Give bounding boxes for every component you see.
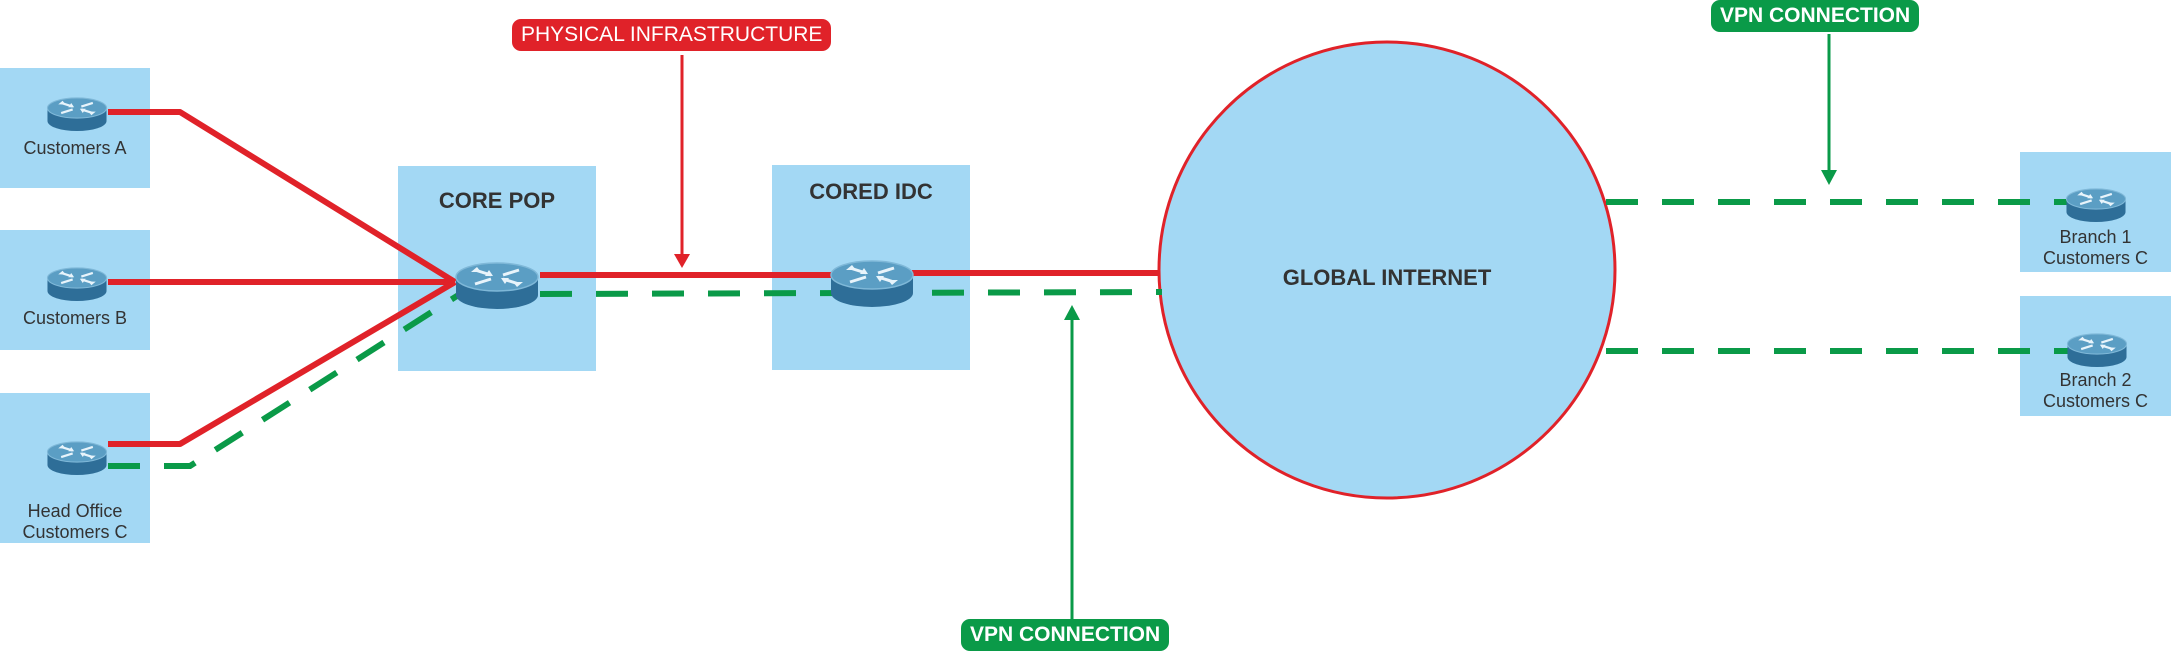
- vpn-connection-callout-top: VPN CONNECTION: [1711, 0, 1920, 32]
- callout-arrows: [674, 34, 1837, 620]
- global-internet-label: GLOBAL INTERNET: [1282, 265, 1492, 290]
- branch1-line1: Branch 1: [2059, 227, 2132, 247]
- vpn-lines: [108, 199, 2068, 469]
- physical-link-customers-a: [108, 109, 457, 285]
- router-icon: [454, 261, 540, 311]
- physical-lines: [108, 109, 1160, 447]
- router-icon: [2066, 332, 2128, 369]
- physical-link-head-office: [108, 279, 457, 447]
- customers-b-label: Customers B: [22, 308, 128, 328]
- router-icon: [46, 266, 108, 303]
- branch1-line2: Customers C: [2042, 248, 2149, 268]
- customers-a-label: Customers A: [23, 138, 127, 158]
- branch2-label: Branch 2 Customers C: [2020, 370, 2171, 412]
- router-icon: [46, 96, 108, 133]
- branch2-line2: Customers C: [2042, 391, 2149, 411]
- router-icon: [46, 440, 108, 477]
- vpn-bottom-arrow-head: [1064, 305, 1080, 320]
- vpn-link-head-office: [108, 291, 462, 469]
- vpn-connection-callout-bottom: VPN CONNECTION: [961, 619, 1170, 651]
- cored-idc-label: CORED IDC: [809, 179, 933, 204]
- core-pop-label: CORE POP: [438, 188, 556, 213]
- head-office-line2: Customers C: [22, 522, 128, 542]
- branch1-label: Branch 1 Customers C: [2020, 227, 2171, 269]
- head-office-label: Head Office Customers C: [0, 501, 150, 543]
- vpn-top-arrow-head: [1821, 170, 1837, 185]
- branch2-line1: Branch 2: [2059, 370, 2132, 390]
- head-office-line1: Head Office: [27, 501, 123, 521]
- router-icon: [829, 259, 915, 309]
- router-icon: [2065, 187, 2127, 224]
- physical-arrow-head: [674, 254, 690, 268]
- physical-infrastructure-callout: PHYSICAL INFRASTRUCTURE: [512, 19, 832, 51]
